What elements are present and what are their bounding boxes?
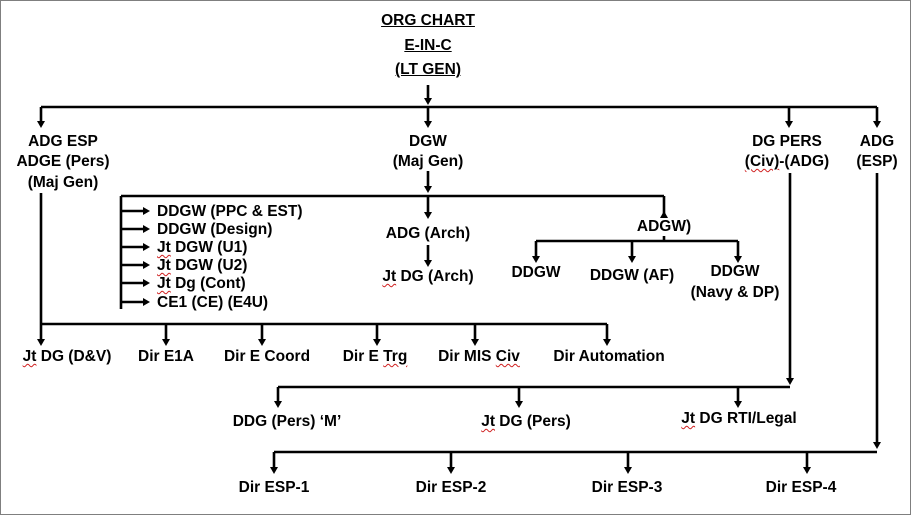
dg-pers-label: DG PERS [752, 133, 822, 150]
dgw-rank: (Maj Gen) [392, 153, 464, 170]
dir-esp-3-arrow-head [624, 467, 632, 474]
einc-arrow-head [424, 98, 432, 105]
dgw-list-item: Jt Dg (Cont) [157, 275, 246, 292]
ddgw-navy-label: DDGW [710, 263, 760, 280]
jt-dg-arch-label: Jt DG (Arch) [382, 268, 474, 285]
dir-e-coord-arrow-head [258, 339, 266, 346]
adg-esp-rank: (Maj Gen) [27, 174, 99, 191]
adg-esp-arrow-head [37, 121, 45, 128]
dgw-list-arrow-0-head [143, 207, 150, 215]
dg-pers-adg: -(ADG) [779, 153, 830, 170]
ddg-pers-arrow-head [274, 401, 282, 408]
ddgw-af-arrow-head [628, 256, 636, 263]
jt-dg-rti-arrow-head [734, 401, 742, 408]
adg-esp-trunk-right-head [873, 442, 881, 449]
dgw-list-arrow-3-head [143, 261, 150, 269]
jt-dg-dv-label: Jt DG (D&V) [22, 348, 112, 365]
jt-dg-arch-arrow-head [424, 260, 432, 267]
dgw-label: DGW [409, 133, 447, 150]
ddgw-label: DDGW [511, 264, 561, 281]
adge-pers-label: ADGE (Pers) [16, 153, 110, 170]
adgw-up-arrow-head [660, 211, 668, 218]
adg-esp-trunk-head [37, 339, 45, 346]
jt-dg-pers-label: Jt DG (Pers) [481, 413, 571, 430]
dir-esp-2-arrow-head [447, 467, 455, 474]
dg-pers-arrow-head [785, 121, 793, 128]
dir-automation-arrow-head [603, 339, 611, 346]
dg-pers-sub: (Civ)-(ADG) [745, 152, 829, 172]
dgw-list-item: Jt DGW (U1) [157, 239, 248, 256]
dir-esp-2-label: Dir ESP-2 [415, 479, 487, 496]
dir-e-coord-label: Dir E Coord [223, 348, 311, 365]
dg-pers-civ: (Civ) [744, 153, 780, 170]
dir-mis-civ-label: Dir MIS Civ [438, 348, 520, 365]
jt-dg-rti-legal-label: Jt DG RTI/Legal [681, 410, 797, 427]
ddg-pers-m-label: DDG (Pers) ‘M’ [232, 413, 342, 430]
ddgw-navy-arrow-head [734, 256, 742, 263]
dir-e1a-label: Dir E1A [138, 348, 194, 365]
dgw-list-arrow-2-head [143, 243, 150, 251]
dir-e1a-arrow-head [162, 339, 170, 346]
dir-e-trg-label: Dir E Trg [342, 348, 408, 365]
dgw-list-item: DDGW (PPC & EST) [157, 203, 303, 220]
head-title: E-IN-C [404, 37, 452, 54]
dir-e-trg-arrow-head [373, 339, 381, 346]
dir-automation-label: Dir Automation [553, 348, 665, 365]
adg-arrow-head [873, 121, 881, 128]
dgw-list-arrow-4-head [143, 279, 150, 287]
head-rank: (LT GEN) [394, 61, 462, 78]
adg-esp-label: ADG ESP [28, 133, 98, 150]
dir-esp-1-arrow-head [270, 467, 278, 474]
dgw-list-item: CE1 (CE) (E4U) [157, 294, 269, 311]
dir-esp-1-label: Dir ESP-1 [238, 479, 310, 496]
dgw-arrow-head [424, 121, 432, 128]
dgw-list-arrow-5-head [143, 298, 150, 306]
adg-arch-label: ADG (Arch) [385, 225, 471, 242]
dir-esp-4-label: Dir ESP-4 [765, 479, 837, 496]
dgw-sub-arrow-head [424, 186, 432, 193]
dir-esp-3-label: Dir ESP-3 [591, 479, 663, 496]
ddgw-arrow-head [532, 256, 540, 263]
adg-esp-sub: (ESP) [856, 153, 898, 170]
dir-esp-4-arrow-head [803, 467, 811, 474]
dg-pers-trunk-head [786, 378, 794, 385]
jt-dg-pers-arrow-head [515, 401, 523, 408]
dgw-list-item: Jt DGW (U2) [157, 257, 248, 274]
dir-mis-arrow-head [471, 339, 479, 346]
ddgw-navy-sub: (Navy & DP) [690, 284, 780, 301]
ddgw-af-label: DDGW (AF) [589, 267, 675, 284]
adg-label: ADG [859, 133, 895, 150]
adg-arch-arrow-head [424, 212, 432, 219]
dgw-list-arrow-1-head [143, 225, 150, 233]
adgw-label: ADGW) [636, 218, 692, 235]
dgw-list-item: DDGW (Design) [157, 221, 273, 238]
chart-title: ORG CHART [381, 12, 475, 29]
